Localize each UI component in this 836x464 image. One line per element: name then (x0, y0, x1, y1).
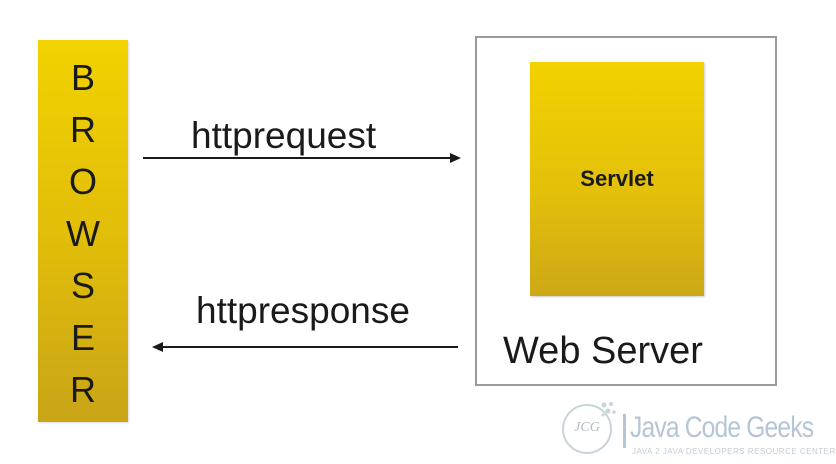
browser-letter: B (70, 57, 95, 98)
servlet-box: Servlet (530, 62, 704, 296)
request-arrow (143, 153, 461, 163)
logo-divider (623, 414, 626, 448)
logo-monogram: JCG (574, 420, 600, 435)
logo-tagline: JAVA 2 JAVA DEVELOPERS RESOURCE CENTER (632, 447, 836, 456)
browser-box: B R O W S E R (38, 40, 128, 422)
browser-letter: R (70, 109, 96, 150)
logo-monogram-icon: JCG (562, 404, 612, 454)
web-server-label: Web Server (503, 330, 703, 372)
logo-dots-icon (601, 402, 616, 417)
browser-letter: R (70, 369, 96, 410)
browser-letter: S (70, 265, 95, 306)
response-label: httpresponse (196, 290, 410, 331)
response-arrow (152, 342, 458, 352)
java-code-geeks-logo: JCG Java Code Geeks JAVA 2 JAVA DEVELOPE… (556, 398, 835, 462)
request-label: httprequest (191, 115, 377, 156)
servlet-label: Servlet (580, 166, 654, 191)
browser-letter: O (68, 161, 97, 202)
browser-letter: W (66, 213, 100, 254)
browser-letter: E (70, 317, 95, 358)
logo-name: Java Code Geeks (630, 411, 814, 444)
